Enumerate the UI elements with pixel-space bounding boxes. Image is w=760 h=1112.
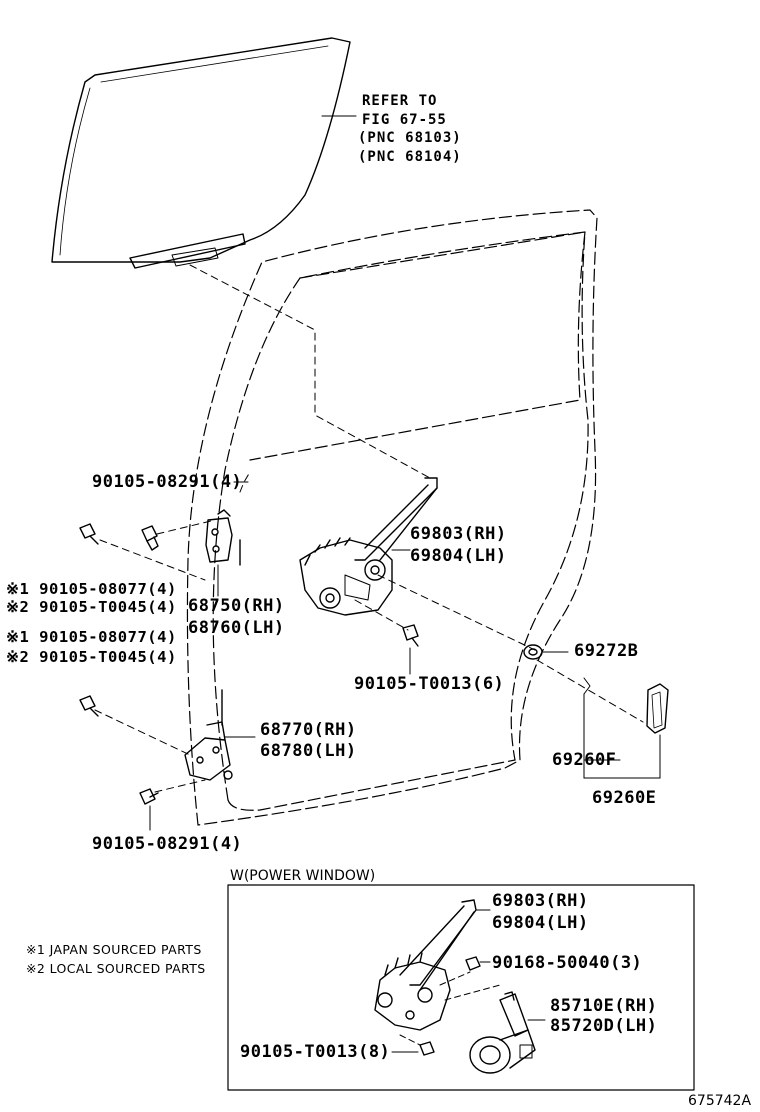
power-window-regulator bbox=[374, 899, 491, 1031]
hinge-upper-rh-label: 68750(RH) bbox=[188, 596, 285, 616]
pw-regulator-lh-label: 69804(LH) bbox=[492, 913, 589, 933]
window-motor bbox=[469, 991, 546, 1074]
label-leaders bbox=[149, 481, 411, 831]
bolt-upper-label: 90105-08291(4) bbox=[92, 472, 243, 492]
regulator-rh-label: 69803(RH) bbox=[410, 524, 507, 544]
power-window-leaders bbox=[399, 971, 501, 1046]
pw-bolt-label: 90105-T0013(8) bbox=[240, 1042, 391, 1062]
hinge-lower-rh-label: 68770(RH) bbox=[260, 720, 357, 740]
note-local-sourced: ※2 LOCAL SOURCED PARTS bbox=[26, 961, 206, 976]
glass-refer-line4: (PNC 68104) bbox=[358, 149, 462, 165]
bolt-lower-label: 90105-08291(4) bbox=[92, 834, 243, 854]
handle-assy-label: 69260E bbox=[592, 788, 657, 808]
screw-lower-local-label: ※2 90105-T0045(4) bbox=[6, 648, 177, 666]
glass-refer-line1: REFER TO bbox=[362, 93, 438, 109]
door-glass bbox=[51, 37, 357, 269]
screw-lower-jp-label: ※1 90105-08077(4) bbox=[6, 628, 177, 646]
handle-label: 69260F bbox=[552, 750, 617, 770]
pw-screw-label: 90168-50040(3) bbox=[492, 953, 643, 973]
regulator-bolt-label: 90105-T0013(6) bbox=[354, 674, 505, 694]
regulator-lh-label: 69804(LH) bbox=[410, 546, 507, 566]
power-window-title: W(POWER WINDOW) bbox=[230, 868, 376, 884]
lower-hinge bbox=[184, 689, 233, 781]
bolts bbox=[79, 523, 419, 805]
hinge-lower-lh-label: 68780(LH) bbox=[260, 741, 357, 761]
window-handle bbox=[583, 677, 669, 779]
washer bbox=[523, 644, 569, 660]
door-frame bbox=[186, 209, 598, 826]
note-japan-sourced: ※1 JAPAN SOURCED PARTS bbox=[26, 942, 202, 957]
assembly-leaders bbox=[94, 264, 644, 793]
screw-upper-local-label: ※2 90105-T0045(4) bbox=[6, 598, 177, 616]
upper-hinge bbox=[205, 509, 241, 566]
glass-refer-line3: (PNC 68103) bbox=[358, 130, 462, 146]
hinge-upper-lh-label: 68760(LH) bbox=[188, 618, 285, 638]
glass-refer-line2: FIG 67-55 bbox=[362, 112, 447, 128]
power-window-screws bbox=[391, 956, 491, 1056]
pw-motor-lh-label: 85720D(LH) bbox=[550, 1016, 658, 1036]
pw-regulator-rh-label: 69803(RH) bbox=[492, 891, 589, 911]
power-window-box bbox=[227, 884, 695, 1091]
figure-id: 675742A bbox=[688, 1093, 752, 1109]
washer-label: 69272B bbox=[574, 641, 639, 661]
window-regulator bbox=[299, 477, 438, 616]
screw-upper-jp-label: ※1 90105-08077(4) bbox=[6, 580, 177, 598]
pw-motor-rh-label: 85710E(RH) bbox=[550, 996, 658, 1016]
